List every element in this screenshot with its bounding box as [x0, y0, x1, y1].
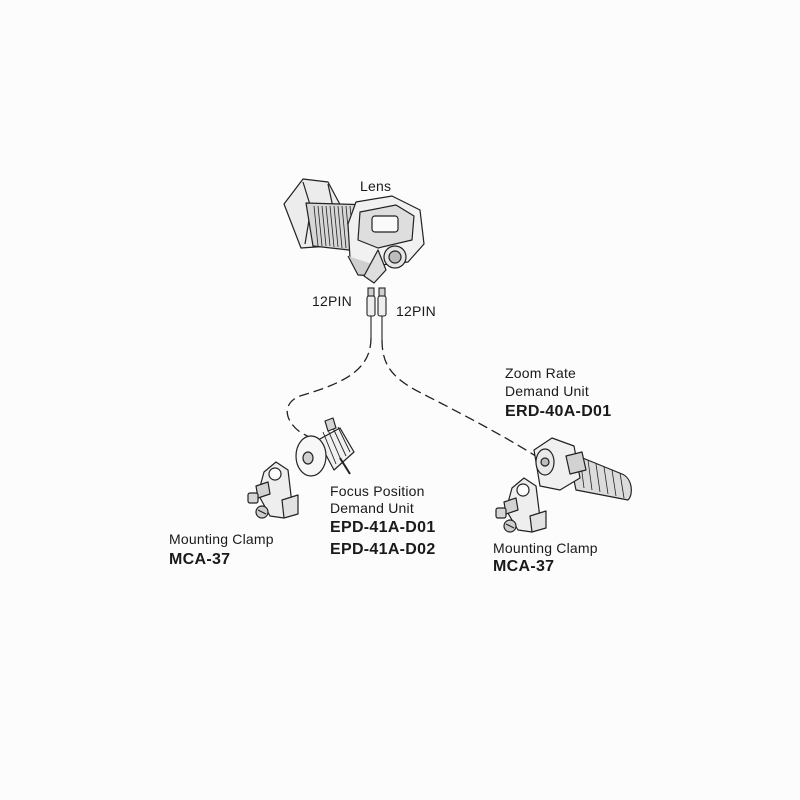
- cable-to-focus-unit: [286, 337, 372, 443]
- mounting-clamp-left-illustration: [247, 461, 299, 519]
- connector-plugs: [366, 287, 387, 340]
- cable-to-zoom-unit: [381, 339, 546, 463]
- focus-knob-ridges: [322, 426, 351, 465]
- focus-unit-model-2: EPD-41A-D02: [330, 541, 436, 558]
- zoom-demand-unit-illustration: [533, 437, 632, 501]
- focus-unit-line1: Focus Position: [330, 483, 425, 499]
- connector-plug-right: [377, 295, 387, 317]
- left-clamp-model: MCA-37: [169, 551, 231, 568]
- left-clamp-label: Mounting Clamp: [169, 531, 274, 547]
- right-clamp-label: Mounting Clamp: [493, 540, 598, 556]
- focus-unit-rod: [339, 457, 351, 475]
- focus-unit-model-1: EPD-41A-D01: [330, 519, 436, 536]
- connector-plug-left: [366, 295, 376, 317]
- right-clamp-model: MCA-37: [493, 558, 555, 575]
- mounting-clamp-right-illustration: [495, 477, 547, 533]
- zoom-unit-line1: Zoom Rate: [505, 365, 577, 381]
- cables: [286, 337, 546, 463]
- focus-unit-line2: Demand Unit: [330, 500, 414, 516]
- zoom-unit-model: ERD-40A-D01: [505, 403, 612, 420]
- zoom-unit-line2: Demand Unit: [505, 383, 589, 399]
- connector-label-right: 12PIN: [396, 303, 436, 319]
- lens-label: Lens: [360, 178, 392, 194]
- lens-illustration: [283, 178, 425, 284]
- focus-demand-unit-illustration: [295, 417, 355, 477]
- connector-label-left: 12PIN: [312, 293, 352, 309]
